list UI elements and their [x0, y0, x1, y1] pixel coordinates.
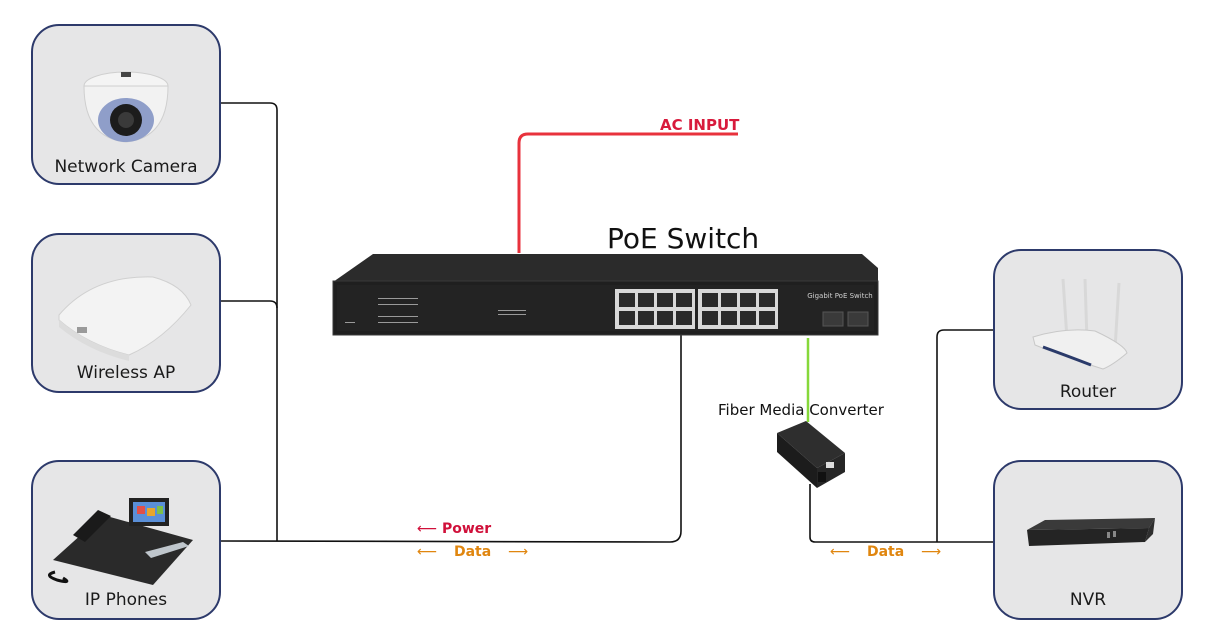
device-nvr: NVR — [993, 460, 1183, 620]
converter-cable — [809, 484, 993, 543]
arrow-right-icon: ⟶ — [921, 544, 942, 560]
fiber-media-converter-label: Fiber Media Converter — [718, 401, 884, 419]
arrow-left-icon: ⟵ — [417, 544, 438, 560]
device-label: IP Phones — [84, 590, 168, 610]
poe-switch-label: PoE Switch — [607, 222, 760, 255]
arrow-left-icon: ⟵ — [830, 544, 851, 560]
device-wireless-ap: Wireless AP — [31, 233, 221, 393]
camera-cable — [220, 102, 278, 541]
device-label: Wireless AP — [76, 363, 176, 383]
router-icon — [1032, 278, 1128, 370]
arrow-right-icon: ⟶ — [508, 544, 529, 560]
device-label: Router — [1059, 382, 1117, 402]
switch-panel-text: Gigabit PoE Switch — [807, 292, 873, 300]
ac-power-cable — [517, 132, 738, 253]
ac-input-label: AC INPUT — [660, 116, 740, 134]
fiber-media-converter — [777, 421, 845, 488]
nvr-icon — [1027, 518, 1155, 546]
data-text: Data — [453, 544, 492, 560]
power-flow-label: ⟵ Power — [417, 521, 491, 537]
dome-camera-icon — [83, 71, 169, 143]
router-cable — [936, 329, 993, 542]
arrow-left-icon: ⟵ — [417, 521, 438, 537]
data-flow-label-right: ⟵ Data ⟶ — [830, 544, 941, 560]
poe-switch — [332, 254, 879, 336]
device-ip-phones: IP Phones — [31, 460, 221, 620]
data-flow-label-left: ⟵ Data ⟶ — [417, 544, 528, 560]
device-router: Router — [993, 249, 1183, 410]
device-label: NVR — [1069, 590, 1107, 610]
wireless-ap-icon — [58, 276, 192, 361]
power-text: Power — [441, 521, 492, 537]
phone-cable — [219, 335, 682, 543]
ap-cable — [220, 300, 278, 309]
data-text: Data — [866, 544, 905, 560]
device-label: Network Camera — [54, 157, 198, 177]
ip-phone-icon — [48, 498, 193, 585]
device-network-camera: Network Camera — [31, 24, 221, 185]
